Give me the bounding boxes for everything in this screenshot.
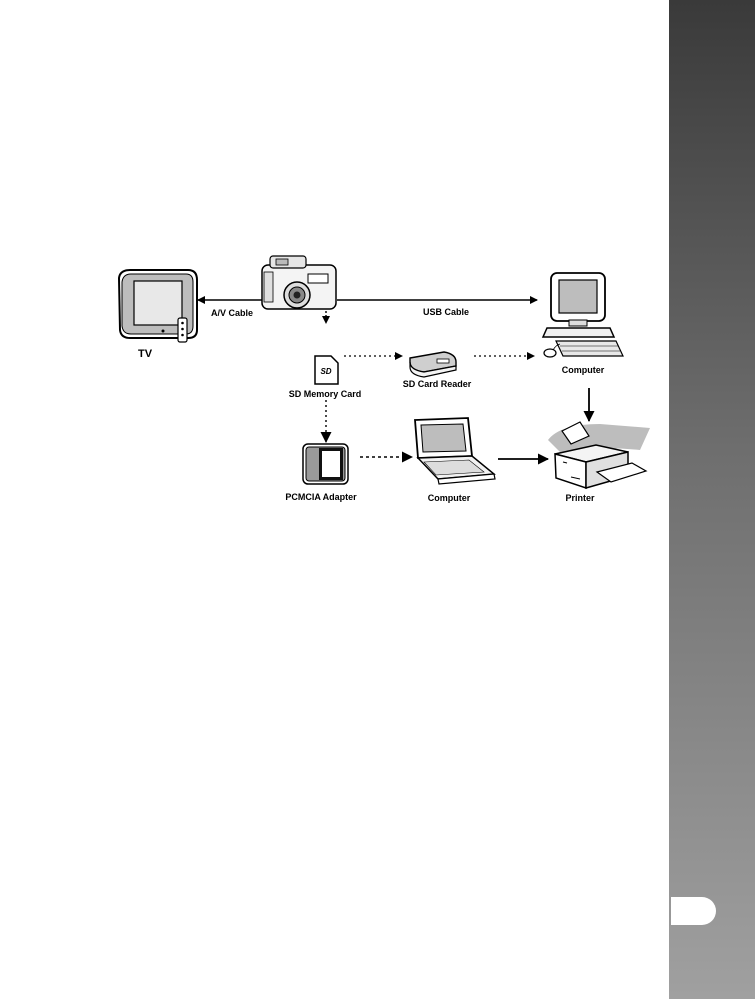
printer-icon — [548, 422, 650, 488]
usb-cable-label: USB Cable — [423, 307, 469, 317]
sd-memory-card-label: SD Memory Card — [289, 389, 362, 399]
av-cable-label: A/V Cable — [211, 308, 253, 318]
laptop-icon — [415, 418, 495, 484]
pcmcia-adapter-label: PCMCIA Adapter — [285, 492, 357, 502]
sd-card-reader-label: SD Card Reader — [403, 379, 472, 389]
sd-card-icon: SD — [315, 356, 338, 384]
tv-label: TV — [138, 348, 153, 360]
printer-label: Printer — [565, 493, 595, 503]
desktop-computer-icon — [543, 273, 623, 357]
sd-logo-text: SD — [320, 367, 331, 376]
pcmcia-adapter-icon — [303, 444, 348, 484]
tv-icon — [119, 270, 197, 342]
computer-top-label: Computer — [562, 365, 605, 375]
card-reader-icon — [410, 352, 456, 377]
computer-bottom-label: Computer — [428, 493, 471, 503]
camera-icon — [262, 256, 336, 309]
